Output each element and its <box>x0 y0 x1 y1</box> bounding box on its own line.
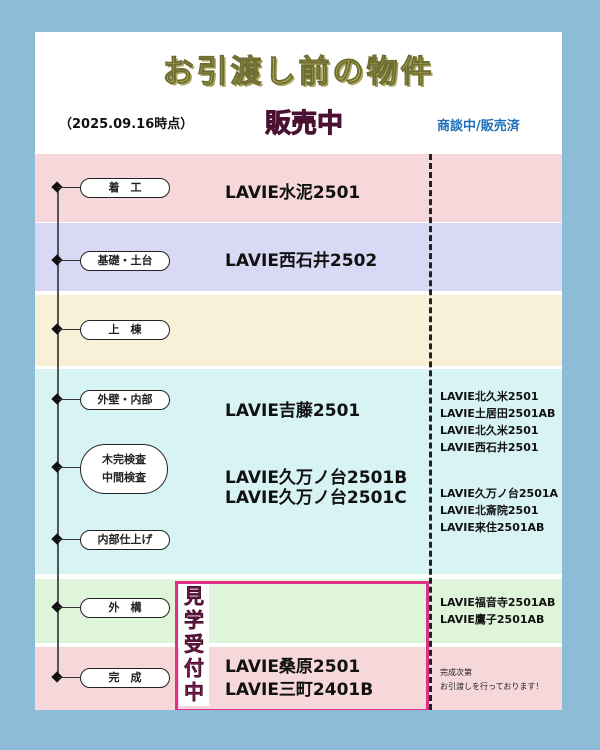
timeline-connector <box>58 260 82 261</box>
negotiating-item: LAVIE土居田2501AB <box>440 407 556 420</box>
stage-gaiheki-naibu: 外壁・内部 <box>80 390 170 410</box>
stage-kanken-chukan: 木完検査 中間検査 <box>80 444 168 494</box>
stage-kiso-dodai: 基礎・土台 <box>80 251 170 271</box>
handover-note: 完成次第 お引渡しを行っております！ <box>440 666 543 694</box>
negotiating-heading: 商談中/販売済 <box>437 119 520 134</box>
stage-chakko: 着 工 <box>80 178 170 198</box>
stage-naibu-shiage: 内部仕上げ <box>80 530 170 550</box>
negotiating-item: LAVIE北久米2501 <box>440 390 539 403</box>
negotiating-item: LAVIE来住2501AB <box>440 521 545 534</box>
timeline-connector <box>58 677 82 678</box>
property-kanken-2: LAVIE久万ノ台2501C <box>225 488 407 508</box>
column-divider <box>429 154 432 710</box>
negotiating-item: LAVIE福音寺2501AB <box>440 596 556 609</box>
property-kanken-1: LAVIE久万ノ台2501B <box>225 468 408 488</box>
property-gaiheki: LAVIE吉藤2501 <box>225 401 361 421</box>
property-chakko: LAVIE水泥2501 <box>225 183 361 203</box>
negotiating-item: LAVIE北久米2501 <box>440 424 539 437</box>
schedule-card: お引渡し前の物件 （2025.09.16時点） 販売中 商談中/販売済 着 工 … <box>35 32 562 710</box>
viewing-label-text: 見学受付中 <box>184 584 205 705</box>
stage-joto: 上 棟 <box>80 320 170 340</box>
negotiating-item: LAVIE北斎院2501 <box>440 504 539 517</box>
as-of-date: （2025.09.16時点） <box>59 117 194 132</box>
negotiating-item: LAVIE鷹子2501AB <box>440 613 545 626</box>
stage-kanken-line1: 木完検査 <box>102 453 146 466</box>
timeline-connector <box>58 187 82 188</box>
negotiating-item: LAVIE西石井2501 <box>440 441 539 454</box>
property-kiso: LAVIE西石井2502 <box>225 251 378 271</box>
timeline-connector <box>58 467 82 468</box>
timeline-connector <box>58 607 82 608</box>
timeline-connector <box>58 329 82 330</box>
property-kansei-1: LAVIE桑原2501 <box>225 657 361 677</box>
stage-kanken-line2: 中間検査 <box>102 471 146 484</box>
handover-note-line2: お引渡しを行っております！ <box>440 682 544 691</box>
stage-kansei: 完 成 <box>80 668 170 688</box>
timeline-connector <box>58 399 82 400</box>
property-kansei-2: LAVIE三町2401B <box>225 680 374 700</box>
viewing-frame <box>175 581 429 710</box>
negotiating-item: LAVIE久万ノ台2501A <box>440 487 559 500</box>
on-sale-heading: 販売中 <box>264 109 344 140</box>
handover-note-line1: 完成次第 <box>440 668 472 677</box>
stage-gaiko: 外 構 <box>80 598 170 618</box>
viewing-label: 見学受付中 <box>179 584 209 706</box>
timeline-connector <box>58 539 82 540</box>
page-title: お引渡し前の物件 <box>162 54 435 91</box>
timeline-line <box>57 188 59 679</box>
